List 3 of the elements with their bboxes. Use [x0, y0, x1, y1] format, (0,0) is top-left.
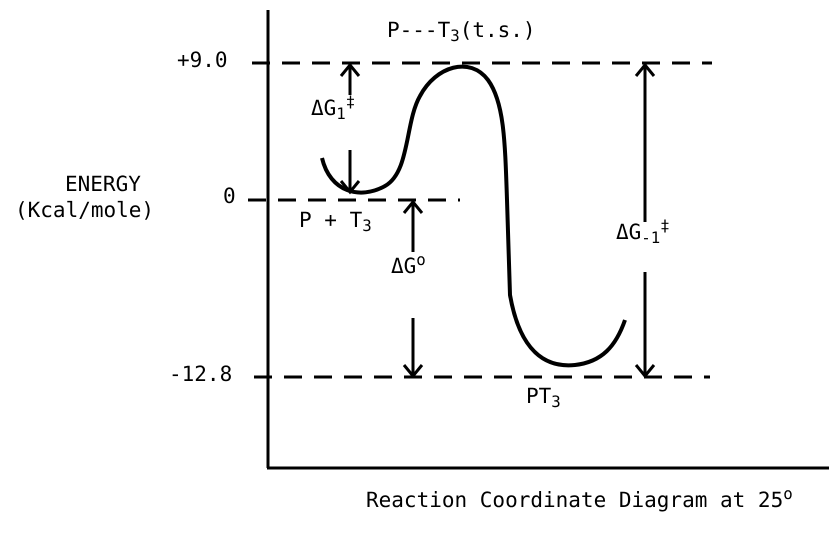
- text-label: PT$_{3}$: [525, 386, 562, 407]
- text-label: P + T$_{3}$: [298, 210, 373, 231]
- caption: Reaction Coordinate Diagram at 25$^{o}$: [366, 490, 793, 511]
